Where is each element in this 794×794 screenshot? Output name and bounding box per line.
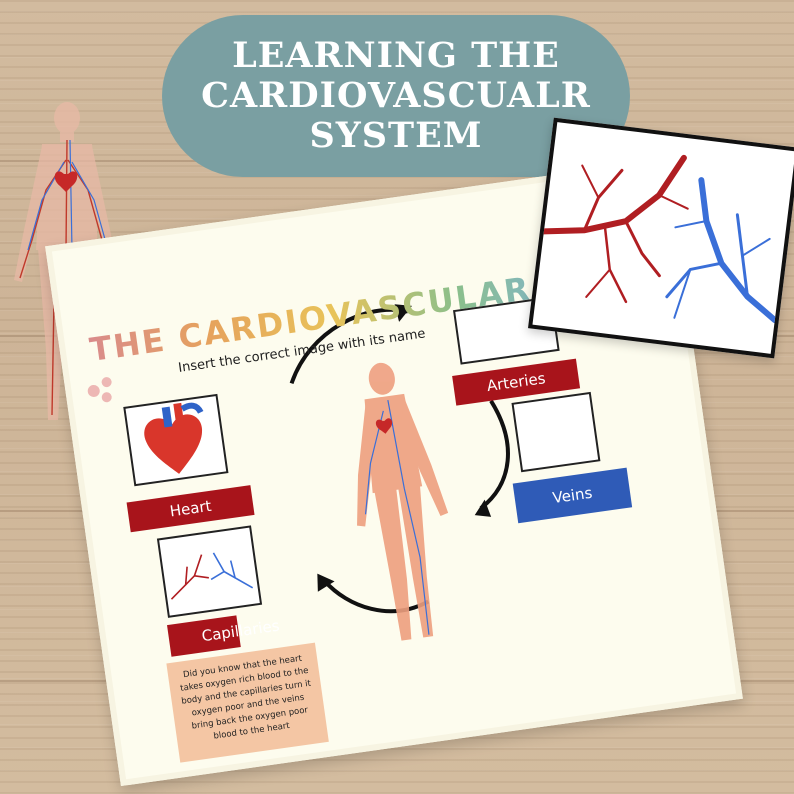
blood-vessels-icon xyxy=(540,154,778,324)
worksheet-sheet: THE CARDIOVASCULAR SYSTEM Insert the cor… xyxy=(45,158,743,787)
fact-box: Did you know that the heart takes oxygen… xyxy=(166,642,329,763)
banner-line-2: CARDIOVASCUALR xyxy=(201,75,591,116)
banner-line-3: SYSTEM xyxy=(309,115,483,156)
title-banner: LEARNING THE CARDIOVASCUALR SYSTEM xyxy=(162,15,630,177)
heart-icon xyxy=(54,171,78,192)
banner-line-1: LEARNING THE xyxy=(232,35,560,76)
capillaries-icon xyxy=(170,552,254,600)
heart-image-box[interactable] xyxy=(123,393,229,487)
veins-image-box[interactable] xyxy=(511,391,601,473)
vessels-image-card xyxy=(528,117,794,359)
worksheet-decor xyxy=(87,304,510,641)
anatomical-heart-icon xyxy=(144,402,204,474)
capillaries-image-box[interactable] xyxy=(156,525,263,618)
